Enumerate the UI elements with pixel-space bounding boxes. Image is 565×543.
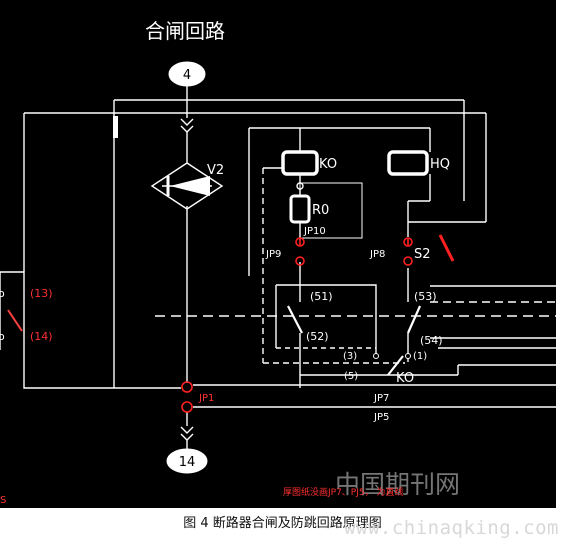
jp5-label: JP5	[373, 412, 389, 423]
jp5-node-icon	[181, 401, 193, 413]
terminal-top-label: 4	[183, 68, 191, 83]
s2-label: S2	[414, 247, 431, 262]
figure-caption: 图 4 断路器合闸及防跳回路原理图	[183, 516, 382, 531]
bridge-diamond	[150, 162, 224, 210]
left-mark-bottom: S	[0, 495, 6, 506]
ko-coil-label: KO	[319, 157, 337, 172]
hq-coil-icon	[387, 150, 429, 176]
jp1-label: JP1	[198, 393, 214, 404]
v2-label: V2	[207, 163, 224, 178]
terminal-4-icon	[168, 61, 206, 87]
watermark-main: 中国期刊网	[335, 470, 460, 499]
ko-contact-label: KO	[396, 371, 414, 386]
watermark-url: www.chinaqking.com	[344, 517, 559, 539]
contact-52-label: (52)	[306, 330, 329, 343]
s2-node-icon	[403, 256, 413, 266]
red-contact-s2	[438, 234, 455, 262]
contact-51-label: (51)	[310, 290, 333, 303]
left-mark-low: o	[0, 330, 5, 343]
jp10-label: JP10	[303, 226, 326, 237]
wire-aux-box-top	[276, 284, 377, 354]
contact-13-label: (13)	[30, 287, 53, 300]
jp1-node-icon	[181, 381, 193, 393]
contact-14-label: (14)	[30, 330, 53, 343]
ko-contact-blade	[387, 355, 404, 376]
jp9-node-icon	[295, 256, 305, 266]
jp7-label: JP7	[373, 393, 389, 404]
jp8-label: JP8	[369, 249, 385, 260]
contact-51-52	[287, 305, 303, 334]
terminal-bottom-label: 14	[179, 455, 196, 470]
red-nodes	[181, 237, 413, 413]
contact-53-54	[406, 305, 422, 334]
r0-resistor-icon	[289, 194, 311, 224]
diode-icon	[166, 176, 210, 196]
switch-contacts	[287, 305, 422, 376]
contact-53-label: (53)	[414, 290, 437, 303]
terminal-14-icon	[166, 448, 208, 474]
small-nodes	[373, 353, 411, 359]
diagram-background	[0, 0, 556, 508]
wire-left-fragment	[0, 271, 114, 389]
wiring	[0, 86, 556, 452]
ko-coil-icon	[281, 150, 319, 176]
red-contact-left	[7, 309, 23, 332]
watermark-red-note: 厚图纸没画JP7、PJ5， 为直线	[283, 486, 403, 498]
r0-label: R0	[312, 203, 329, 218]
left-mark-icon	[113, 116, 118, 138]
left-mark-mid: o	[0, 287, 5, 300]
contact-3-label: (3)	[343, 351, 357, 362]
contact-54-label: (54)	[420, 334, 443, 347]
contact-5-label: (5)	[344, 371, 358, 382]
hq-coil-label: HQ	[430, 157, 450, 172]
diagram-title: 合闸回路	[145, 19, 225, 43]
contact-1-label: (1)	[413, 351, 427, 362]
jp9-label: JP9	[265, 249, 281, 260]
